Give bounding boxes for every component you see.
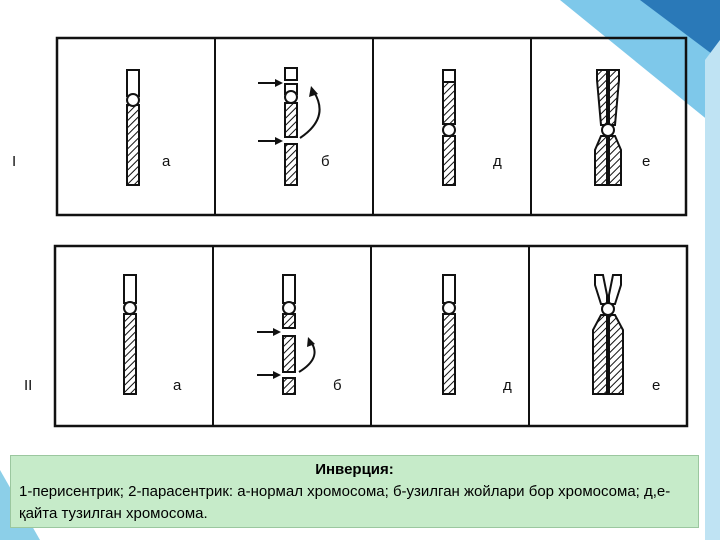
row-1: I а б	[12, 36, 688, 217]
row-2-panel-a-chromosome	[123, 274, 137, 395]
row-1-panel-a-chromosome	[126, 69, 140, 186]
caption-title: Инверция:	[315, 461, 394, 478]
row-2-panel-d-chromosome	[442, 274, 456, 395]
row-2-label: II	[24, 377, 32, 394]
row-1-panel-b-label: б	[321, 153, 330, 170]
row-1-panel-e-label: е	[642, 153, 650, 170]
right-edge-strip	[705, 40, 720, 540]
corner-triangle-light	[560, 0, 720, 130]
row-1-panel-b-break-arrows	[258, 79, 283, 145]
row-1-panel-a-label: а	[162, 153, 171, 170]
caption-box: Инверция: 1-перисентрик; 2-парасентрик: …	[10, 455, 699, 528]
row-1-panel-d-label: д	[493, 153, 502, 170]
row-1-label: I	[12, 153, 16, 170]
row-2-panel-b-label: б	[333, 377, 342, 394]
row-2-panel-b-break-arrows	[257, 328, 281, 379]
row-2-panel-e-chromosome	[592, 274, 624, 395]
row-2-panel-b-rotation-arrow	[298, 337, 316, 373]
row-1-frame	[55, 36, 688, 217]
row-1-panel-b-chromosome	[284, 67, 298, 186]
row-1-panel-b-rotation-arrow	[299, 86, 321, 139]
row-2-panel-a-label: а	[173, 377, 182, 394]
corner-triangle-dark	[640, 0, 720, 60]
row-1-panel-e-chromosome	[594, 69, 622, 186]
row-2-panel-e-label: е	[652, 377, 660, 394]
row-1-panel-d-chromosome	[442, 69, 456, 186]
caption-text: 1-перисентрик; 2-парасентрик: а-нормал х…	[19, 483, 671, 522]
row-2-panel-b-chromosome	[282, 274, 296, 395]
row-2-panel-d-label: д	[503, 377, 512, 394]
row-2: II а б	[24, 244, 689, 428]
